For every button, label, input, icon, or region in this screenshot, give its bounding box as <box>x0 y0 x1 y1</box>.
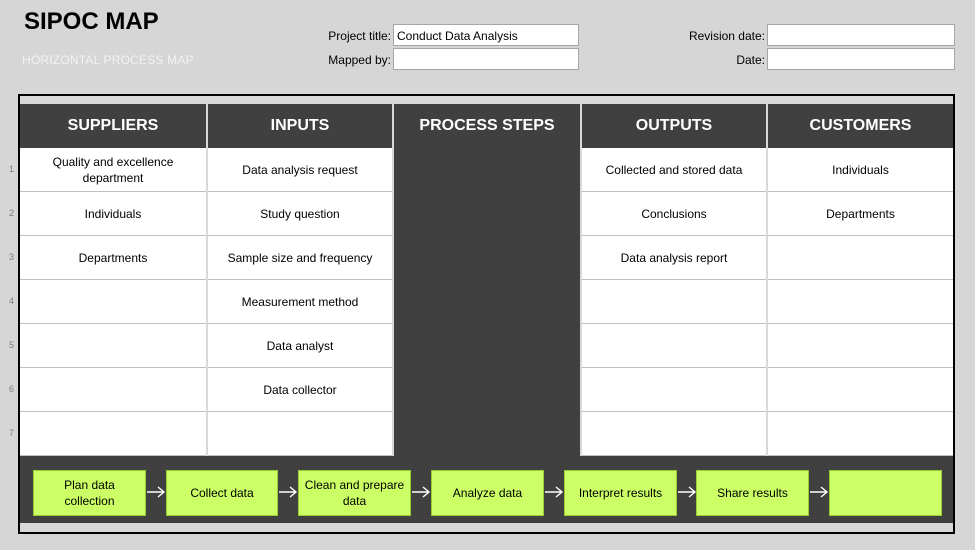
supplier-cell[interactable] <box>20 280 206 324</box>
header-customers: CUSTOMERS <box>768 104 953 148</box>
customer-cell[interactable] <box>768 368 953 412</box>
arrow-right-icon <box>810 486 829 498</box>
page-title: SIPOC MAP <box>24 8 159 35</box>
supplier-cell[interactable]: Individuals <box>20 192 206 236</box>
output-cell[interactable] <box>582 412 766 456</box>
arrow-right-icon <box>279 486 298 498</box>
output-cell[interactable]: Data analysis report <box>582 236 766 280</box>
mapped-by-label: Mapped by: <box>328 53 391 67</box>
supplier-cell[interactable]: Quality and excellence department <box>20 148 206 192</box>
row-number: 2 <box>9 208 15 218</box>
column-separator <box>392 104 394 456</box>
project-title-field[interactable]: Conduct Data Analysis <box>393 24 579 46</box>
arrow-right-icon <box>412 486 431 498</box>
process-step-box[interactable]: Interpret results <box>564 470 677 516</box>
customer-cell[interactable]: Individuals <box>768 148 953 192</box>
row-number: 5 <box>9 340 15 350</box>
customer-cell[interactable]: Departments <box>768 192 953 236</box>
input-cell[interactable]: Data collector <box>208 368 392 412</box>
process-step-box[interactable]: Plan data collection <box>33 470 146 516</box>
column-separator <box>206 104 208 456</box>
row-number: 1 <box>9 164 15 174</box>
arrow-right-icon <box>678 486 697 498</box>
revision-date-field[interactable] <box>767 24 955 46</box>
customer-cell[interactable] <box>768 280 953 324</box>
header-suppliers: SUPPLIERS <box>20 104 206 148</box>
row-number: 6 <box>9 384 15 394</box>
revision-date-label: Revision date: <box>688 29 765 43</box>
header-inputs: INPUTS <box>208 104 392 148</box>
supplier-cell[interactable] <box>20 324 206 368</box>
column-separator <box>766 104 768 456</box>
input-cell[interactable] <box>208 412 392 456</box>
arrow-right-icon <box>147 486 166 498</box>
customer-cell[interactable] <box>768 236 953 280</box>
output-cell[interactable]: Conclusions <box>582 192 766 236</box>
customer-cell[interactable] <box>768 324 953 368</box>
mapped-by-field[interactable] <box>393 48 579 70</box>
supplier-cell[interactable]: Departments <box>20 236 206 280</box>
output-cell[interactable] <box>582 324 766 368</box>
supplier-cell[interactable] <box>20 368 206 412</box>
process-step-box[interactable]: Analyze data <box>431 470 544 516</box>
project-title-label: Project title: <box>328 29 391 43</box>
input-cell[interactable]: Study question <box>208 192 392 236</box>
column-separator <box>580 104 582 456</box>
header-process-steps: PROCESS STEPS <box>394 104 580 148</box>
output-cell[interactable] <box>582 368 766 412</box>
date-field[interactable] <box>767 48 955 70</box>
input-cell[interactable]: Sample size and frequency <box>208 236 392 280</box>
process-step-box[interactable]: Clean and prepare data <box>298 470 411 516</box>
input-cell[interactable]: Measurement method <box>208 280 392 324</box>
page-subtitle: HORIZONTAL PROCESS MAP <box>22 53 194 67</box>
input-cell[interactable]: Data analysis request <box>208 148 392 192</box>
process-step-box[interactable]: Collect data <box>166 470 278 516</box>
supplier-cell[interactable] <box>20 412 206 456</box>
output-cell[interactable]: Collected and stored data <box>582 148 766 192</box>
input-cell[interactable]: Data analyst <box>208 324 392 368</box>
header-outputs: OUTPUTS <box>582 104 766 148</box>
row-number: 7 <box>9 428 15 438</box>
process-step-box[interactable] <box>829 470 942 516</box>
customer-cell[interactable] <box>768 412 953 456</box>
output-cell[interactable] <box>582 280 766 324</box>
row-number: 3 <box>9 252 15 262</box>
frame-top-border <box>20 96 953 104</box>
frame-bottom-border <box>20 523 953 532</box>
arrow-right-icon <box>545 486 564 498</box>
date-label: Date: <box>736 53 765 67</box>
row-number: 4 <box>9 296 15 306</box>
process-step-box[interactable]: Share results <box>696 470 809 516</box>
